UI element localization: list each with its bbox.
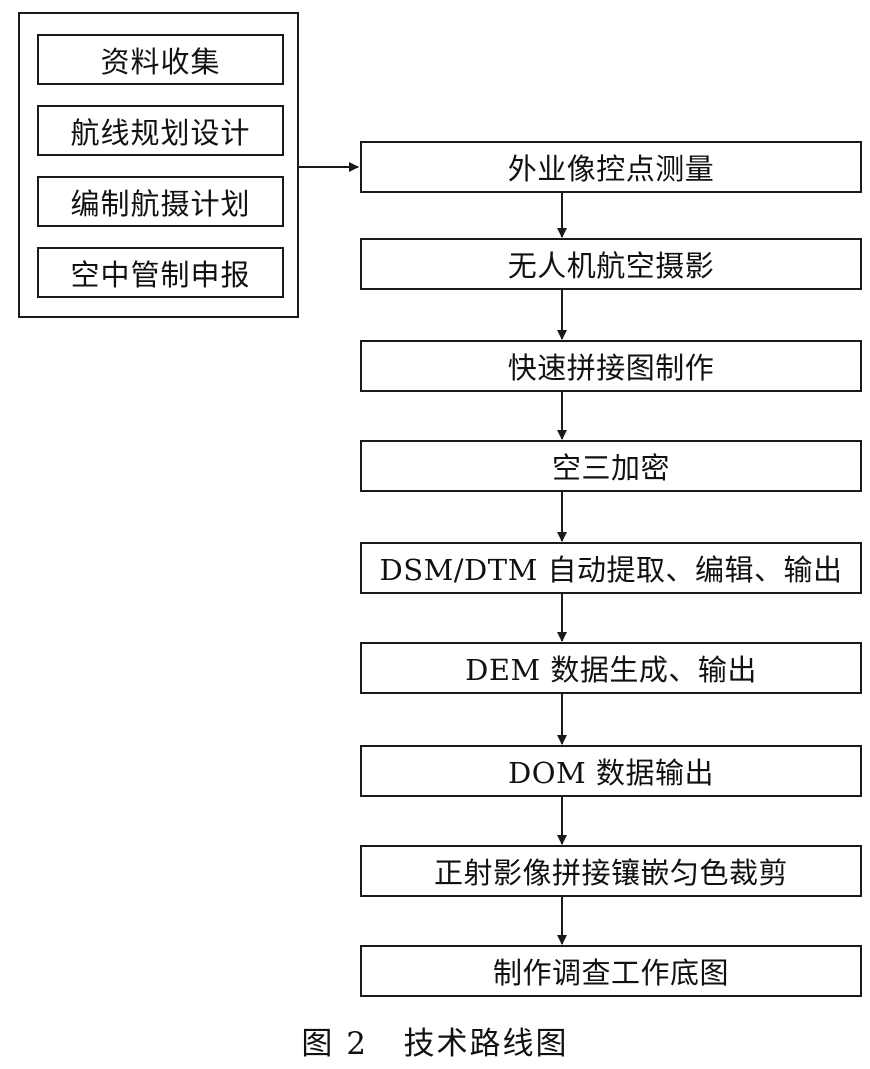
prep-label: 编制航摄计划 <box>70 186 251 221</box>
flow-step-label: 外业像控点测量 <box>507 152 715 186</box>
prep-box-data-collection: 资料收集 <box>37 34 284 85</box>
flow-step-ground-control: 外业像控点测量 <box>360 141 862 193</box>
flow-step-uav-photography: 无人机航空摄影 <box>360 238 862 290</box>
flow-step-base-map: 制作调查工作底图 <box>360 945 862 997</box>
prep-box-route-planning: 航线规划设计 <box>37 105 284 156</box>
flow-step-dom: DOM 数据输出 <box>360 745 862 797</box>
flow-step-label: 快速拼接图制作 <box>507 351 715 385</box>
flow-step-quick-mosaic: 快速拼接图制作 <box>360 340 862 392</box>
flow-step-orthomosaic: 正射影像拼接镶嵌匀色裁剪 <box>360 845 862 897</box>
preparation-group: 资料收集 航线规划设计 编制航摄计划 空中管制申报 <box>18 12 299 318</box>
flow-step-dsm-dtm: DSM/DTM 自动提取、编辑、输出 <box>360 542 862 594</box>
figure-caption: 图 2 技术路线图 <box>301 1026 569 1062</box>
flow-step-dem: DEM 数据生成、输出 <box>360 642 862 694</box>
flow-step-label: 空三加密 <box>551 451 670 485</box>
prep-box-flight-plan: 编制航摄计划 <box>37 176 284 227</box>
flow-step-label: 制作调查工作底图 <box>492 956 729 990</box>
flow-step-label: 无人机航空摄影 <box>507 249 715 283</box>
prep-label: 航线规划设计 <box>70 115 251 150</box>
flow-step-aerotriangulation: 空三加密 <box>360 440 862 492</box>
prep-label: 空中管制申报 <box>70 257 251 292</box>
flow-step-label: 正射影像拼接镶嵌匀色裁剪 <box>433 856 788 890</box>
flow-step-label: DEM 数据生成、输出 <box>465 653 757 687</box>
flow-step-label: DSM/DTM 自动提取、编辑、输出 <box>379 553 843 587</box>
prep-label: 资料收集 <box>100 44 221 79</box>
prep-box-airspace-application: 空中管制申报 <box>37 247 284 298</box>
flow-step-label: DOM 数据输出 <box>508 756 714 790</box>
